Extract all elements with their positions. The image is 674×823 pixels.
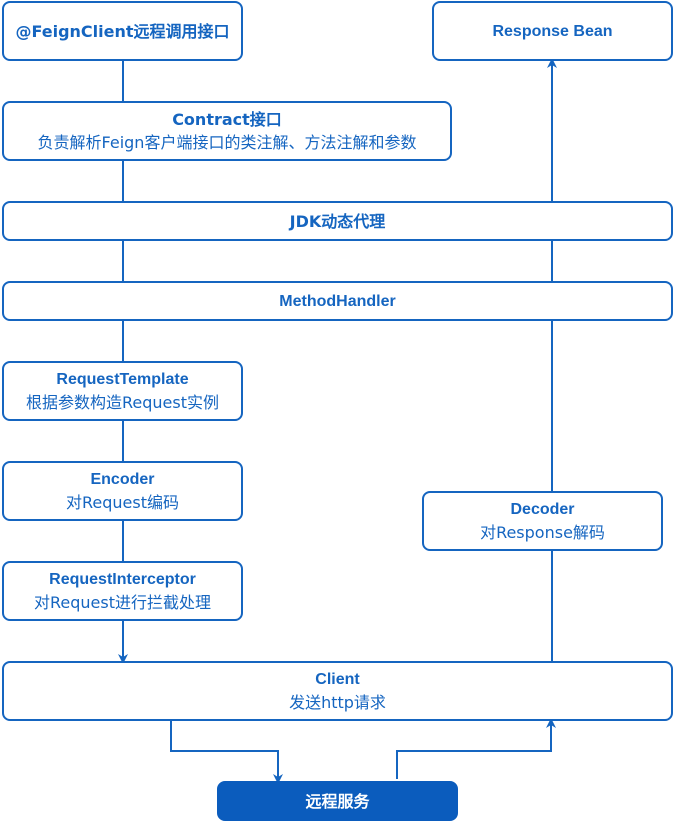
arrow-client-to-remote xyxy=(170,721,283,784)
request-interceptor-title: RequestInterceptor xyxy=(49,571,196,588)
decoder-title: Decoder xyxy=(510,501,575,518)
encoder-node: Encoder 对Request编码 xyxy=(2,461,243,521)
remote-service-node: 远程服务 xyxy=(217,781,458,821)
encoder-title: Encoder xyxy=(90,471,155,488)
arrow-remote-to-client xyxy=(396,718,556,779)
contract-title: Contract接口 xyxy=(172,110,282,129)
response-bean-node: Response Bean xyxy=(432,1,673,61)
method-handler-title: MethodHandler xyxy=(279,292,396,310)
request-interceptor-desc: 对Request进行拦截处理 xyxy=(34,593,211,612)
decoder-desc: 对Response解码 xyxy=(480,523,605,542)
contract-node: Contract接口 负责解析Feign客户端接口的类注解、方法注解和参数 xyxy=(2,101,452,161)
decoder-node: Decoder 对Response解码 xyxy=(422,491,663,551)
jdk-proxy-title: JDK动态代理 xyxy=(289,211,386,231)
request-template-node: RequestTemplate 根据参数构造Request实例 xyxy=(2,361,243,421)
response-bean-title: Response Bean xyxy=(492,22,613,40)
request-template-title: RequestTemplate xyxy=(56,371,189,388)
method-handler-node: MethodHandler xyxy=(2,281,673,321)
client-desc: 发送http请求 xyxy=(289,693,386,712)
client-node: Client 发送http请求 xyxy=(2,661,673,721)
remote-service-title: 远程服务 xyxy=(305,791,370,811)
feign-client-node: @FeignClient远程调用接口 xyxy=(2,1,243,61)
contract-desc: 负责解析Feign客户端接口的类注解、方法注解和参数 xyxy=(37,133,417,152)
encoder-desc: 对Request编码 xyxy=(66,493,179,512)
jdk-proxy-node: JDK动态代理 xyxy=(2,201,673,241)
client-title: Client xyxy=(315,671,360,688)
request-interceptor-node: RequestInterceptor 对Request进行拦截处理 xyxy=(2,561,243,621)
feign-client-title: @FeignClient远程调用接口 xyxy=(15,21,230,41)
request-template-desc: 根据参数构造Request实例 xyxy=(26,393,219,412)
